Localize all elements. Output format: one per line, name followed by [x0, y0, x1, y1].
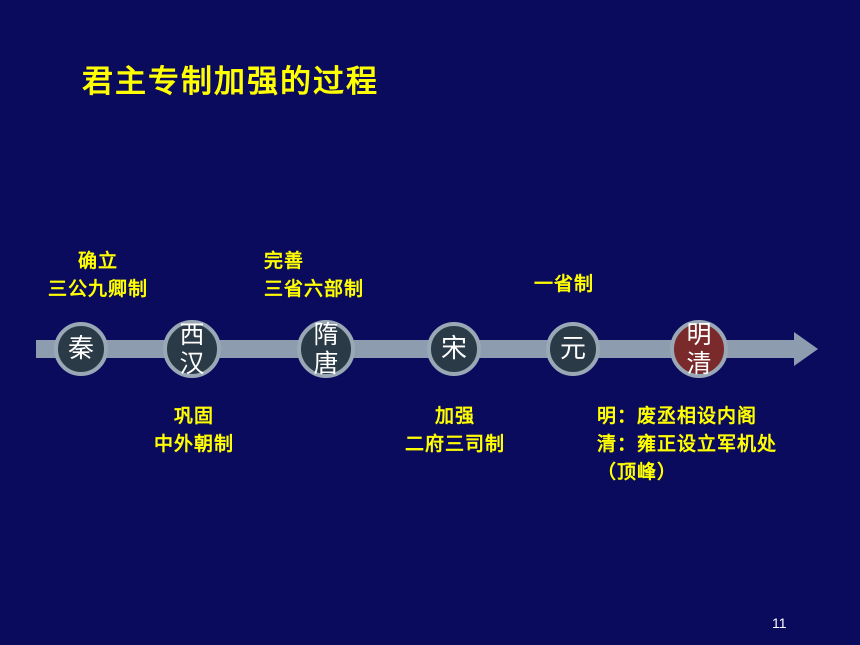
annotation-qin: 确立 三公九卿制 — [36, 247, 160, 303]
timeline-arrow-shaft — [36, 340, 796, 358]
annotation-yuan: 一省制 — [524, 270, 604, 298]
timeline-node-yuan: 元 — [546, 322, 600, 376]
annotation-suitang-line1: 完善 — [264, 250, 305, 272]
annotation-xihan-line2: 中外朝制 — [153, 433, 234, 455]
annotation-qin-line1: 确立 — [77, 250, 118, 272]
annotation-qin-line2: 三公九卿制 — [47, 278, 148, 300]
annotation-yuan-line1: 一省制 — [533, 273, 594, 295]
annotation-song-line1: 加强 — [434, 405, 475, 427]
timeline-arrow-head — [794, 332, 818, 366]
annotation-suitang: 完善 三省六部制 — [264, 247, 394, 303]
timeline-node-song: 宋 — [427, 322, 481, 376]
annotation-xihan-line1: 巩固 — [173, 405, 214, 427]
annotation-mingqing-line1: 明：废丞相设内阁 — [597, 405, 758, 427]
annotation-mingqing: 明：废丞相设内阁 清：雍正设立军机处 （顶峰） — [597, 402, 825, 486]
timeline-node-mingqing: 明 清 — [670, 320, 728, 378]
annotation-song: 加强 二府三司制 — [392, 402, 518, 458]
annotation-mingqing-line2: 清：雍正设立军机处 — [597, 433, 778, 455]
annotation-song-line2: 二府三司制 — [404, 433, 505, 455]
slide-title: 君主专制加强的过程 — [82, 64, 379, 100]
timeline-node-qin: 秦 — [54, 322, 108, 376]
annotation-xihan: 巩固 中外朝制 — [142, 402, 246, 458]
timeline-node-xihan: 西 汉 — [163, 320, 221, 378]
timeline-node-suitang: 隋 唐 — [297, 320, 355, 378]
annotation-suitang-line2: 三省六部制 — [264, 278, 365, 300]
page-number: 11 — [772, 615, 787, 631]
annotation-mingqing-line3: （顶峰） — [597, 461, 678, 483]
